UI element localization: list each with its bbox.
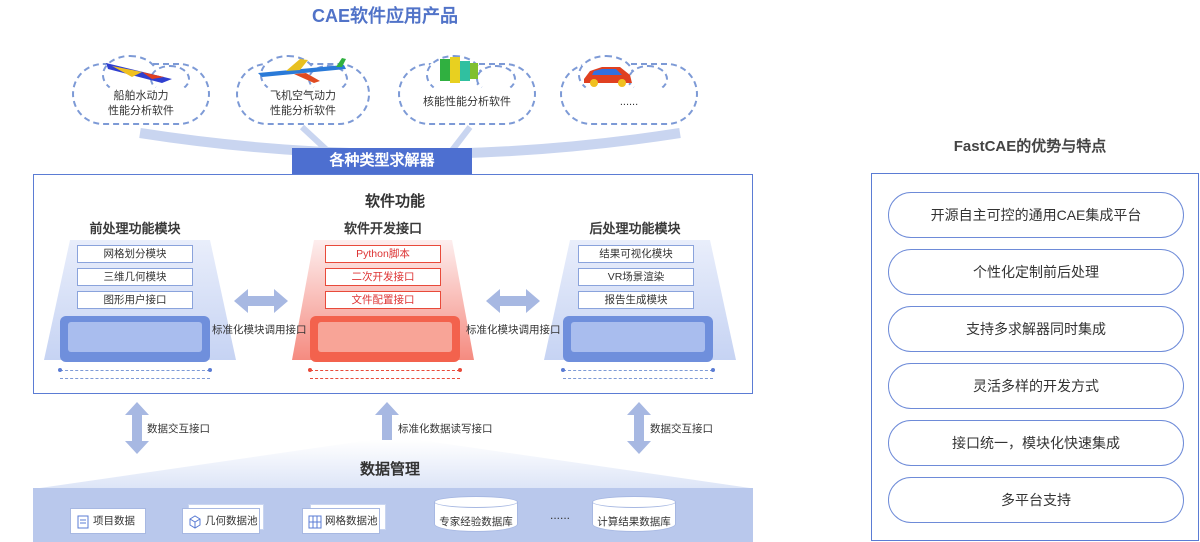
advantage-item: 多平台支持 [888,477,1184,523]
mesh-pool-doc: 网格数据池 [302,508,380,534]
advantage-item: 开源自主可控的通用CAE集成平台 [888,192,1184,238]
cloud-ship-label: 船舶水动力性能分析软件 [108,90,174,117]
results-database: 计算结果数据库 [592,496,676,534]
geometry-module-box: 三维几何模块 [77,268,193,286]
data-read-write-interface: 标准化数据读写接口 [398,423,493,435]
advantage-item: 个性化定制前后处理 [888,249,1184,295]
nuclear-model [440,57,478,83]
advantages-title: FastCAE的优势与特点 [953,138,1107,155]
vr-render-box: VR场景渲染 [578,268,694,286]
report-module-box: 报告生成模块 [578,291,694,309]
cube-icon [189,515,201,529]
dev-tablet [310,316,460,362]
airplane-model [258,58,346,83]
cloud-ship: 船舶水动力性能分析软件 [72,55,210,125]
module-call-interface-left: 标准化模块调用接口 [212,324,307,336]
data-exchange-interface-right: 数据交互接口 [650,423,713,435]
document-icon [77,515,89,529]
data-management-title: 数据管理 [359,461,420,478]
gui-interface-box: 图形用户接口 [77,291,193,309]
data-exchange-interface-left: 数据交互接口 [147,423,210,435]
module-call-interface-right: 标准化模块调用接口 [466,324,561,336]
ship-model [106,63,172,83]
cloud-more-label: ...... [619,96,639,108]
mesh-module-box: 网格划分模块 [77,245,193,263]
visualization-box: 结果可视化模块 [578,245,694,263]
expert-database: 专家经验数据库 [434,496,518,534]
python-script-box: Python脚本 [325,245,441,263]
vertical-arrow-right [627,402,651,454]
cloud-nuclear: 核能性能分析软件 [398,55,536,125]
advantage-item: 接口统一，模块化快速集成 [888,420,1184,466]
pre-processing-title: 前处理功能模块 [89,221,181,236]
solver-bar: 各种类型求解器 [292,148,472,174]
double-arrow-right [486,289,540,313]
post-tablet [563,316,713,362]
page-title: CAE软件应用产品 [311,6,458,26]
dev-interface-title: 软件开发接口 [343,221,422,236]
cloud-nuclear-label: 核能性能分析软件 [423,96,511,108]
double-arrow-left [234,289,288,313]
vertical-arrow-left [125,402,149,454]
grid-icon [308,515,322,529]
advantage-item: 灵活多样的开发方式 [888,363,1184,409]
pre-tablet [60,316,210,362]
cloud-airplane: 飞机空气动力性能分析软件 [236,55,370,125]
data-ellipsis: ...... [549,508,570,522]
cloud-more: ...... [560,55,698,125]
secondary-dev-box: 二次开发接口 [325,268,441,286]
project-data-doc: 项目数据 [70,508,146,534]
software-function-title: 软件功能 [364,193,425,210]
data-beam [40,440,750,488]
advantages-panel: 开源自主可控的通用CAE集成平台 个性化定制前后处理 支持多求解器同时集成 灵活… [871,173,1199,541]
advantage-item: 支持多求解器同时集成 [888,306,1184,352]
file-config-box: 文件配置接口 [325,291,441,309]
geometry-pool-doc: 几何数据池 [182,508,260,534]
post-processing-title: 后处理功能模块 [589,221,681,236]
cloud-airplane-label: 飞机空气动力性能分析软件 [270,90,336,117]
car-model [584,67,632,87]
